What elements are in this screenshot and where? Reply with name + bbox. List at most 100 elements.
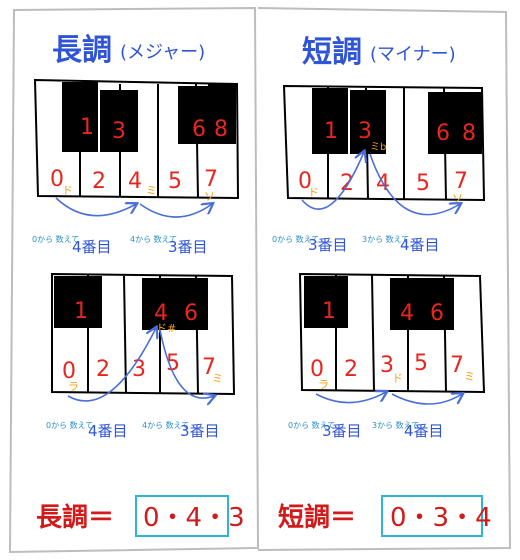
white-key-number: 0 [310, 357, 324, 382]
black-key-note: ミb [370, 142, 386, 153]
white-key-number: 2 [96, 357, 110, 382]
black-key-number: 1 [324, 119, 338, 144]
step-note: 3から 数えて [372, 420, 419, 430]
interval-arrow [315, 392, 386, 404]
right-bottom-keyboard: 1 4 6 0 2 3 5 7 ラ ド ミ [298, 272, 486, 394]
black-key-number: 6 [184, 301, 198, 326]
black-key [424, 278, 454, 330]
black-key-number: 6 [436, 121, 450, 146]
syllable-label: ド# [156, 322, 176, 335]
right-formula-label: 短調＝ [278, 502, 356, 533]
black-key-number: 1 [80, 115, 94, 140]
syllable-label: ド [308, 186, 319, 199]
left-formula-box [135, 495, 229, 537]
white-key-number: 7 [454, 169, 468, 194]
white-key-number: 0 [298, 169, 312, 194]
interval-arrow [159, 329, 214, 398]
black-key [458, 92, 482, 154]
black-key-number: 1 [74, 299, 88, 324]
step-label: 4番目 [88, 422, 128, 440]
interval-arrow [67, 328, 156, 402]
left-top-keyboard: 1 3 6 8 0 2 4 5 7 ド ミ ソ [33, 78, 240, 203]
step-label: 3番目 [180, 422, 220, 440]
white-key-number: 5 [166, 351, 180, 376]
step-note: 4から 数えて [130, 234, 177, 244]
syllable-label: ド [62, 184, 73, 197]
black-key-number: 4 [154, 301, 168, 326]
interval-arrow [391, 394, 462, 405]
black-key [390, 278, 424, 330]
step-note: 0から 数えて [46, 420, 93, 430]
syllable-label: ソ [204, 190, 215, 203]
black-key [62, 82, 98, 152]
black-key [304, 276, 348, 328]
interval-arrow [55, 197, 136, 217]
step-note: 0から 数えて [272, 234, 319, 244]
black-key [142, 278, 178, 330]
black-key-number: 8 [214, 117, 228, 142]
syllable-label: ラ [68, 380, 79, 393]
left-bottom-keyboard: 1 4 6 0 2 3 5 7 ラ ド# ミ [51, 272, 236, 396]
step-note: 0から 数えて [32, 234, 79, 244]
syllable-label: ラ [318, 378, 329, 391]
step-label: 4番目 [72, 238, 112, 256]
step-note: 0から 数えて [288, 420, 335, 430]
syllable-label: ミ [464, 370, 475, 383]
black-key-number: 1 [322, 299, 336, 324]
left-title-sub: (メジャー) [120, 42, 205, 63]
black-key-number: 3 [358, 119, 372, 144]
syllable-label: ミ [212, 372, 223, 385]
black-key [208, 84, 236, 144]
white-key-number: 2 [92, 169, 106, 194]
black-key-number: 8 [462, 121, 476, 146]
white-key-number: 7 [202, 355, 216, 380]
left-panel-border [8, 6, 260, 554]
white-key-number: 7 [204, 167, 218, 192]
right-title-sub: (マイナー) [370, 44, 456, 65]
black-key-number: 4 [400, 301, 414, 326]
left-title: 長調 [52, 33, 112, 68]
step-label: 4番目 [400, 236, 440, 254]
black-key [178, 278, 208, 330]
syllable-label: ミ [146, 184, 157, 197]
syllable-label: ソ [452, 192, 463, 205]
step-note: 3から 数えて [362, 234, 409, 244]
white-key-number: 0 [62, 359, 76, 384]
black-key-number: 6 [430, 301, 444, 326]
right-formula-box [381, 495, 483, 537]
interval-arrow [369, 153, 460, 216]
white-key-number: 5 [416, 171, 430, 196]
right-top-keyboard: 1 3 ミb 6 8 0 2 4 5 7 ド ソ [282, 84, 486, 205]
black-key [178, 86, 212, 144]
interval-arrow [301, 152, 364, 210]
black-key [350, 90, 386, 154]
step-label: 3番目 [308, 236, 348, 254]
interval-arrow [139, 204, 212, 218]
white-key-number: 0 [50, 167, 64, 192]
black-key [54, 276, 102, 328]
right-formula-value: 0・3・4 [390, 503, 492, 533]
black-key [428, 92, 460, 154]
white-key-number: 3 [132, 357, 146, 382]
white-key-number: 3 [380, 353, 394, 378]
white-key-number: 7 [450, 353, 464, 378]
right-panel-border [257, 7, 512, 551]
left-formula-label: 長調＝ [36, 502, 114, 533]
left-formula-value: 0・4・3 [143, 503, 245, 533]
black-key [312, 88, 348, 154]
black-key [100, 90, 138, 152]
black-key-number: 3 [112, 119, 126, 144]
step-note: 4から 数えて [142, 420, 189, 430]
black-key-number: 6 [192, 117, 206, 142]
step-label: 3番目 [322, 422, 362, 440]
white-key-number: 4 [128, 169, 142, 194]
right-title: 短調 [302, 35, 362, 70]
step-label: 3番目 [168, 238, 208, 256]
white-key-number: 5 [168, 169, 182, 194]
step-label: 4番目 [404, 422, 444, 440]
white-key-number: 5 [414, 351, 428, 376]
white-key-number: 2 [344, 357, 358, 382]
syllable-label: ド [392, 372, 403, 385]
